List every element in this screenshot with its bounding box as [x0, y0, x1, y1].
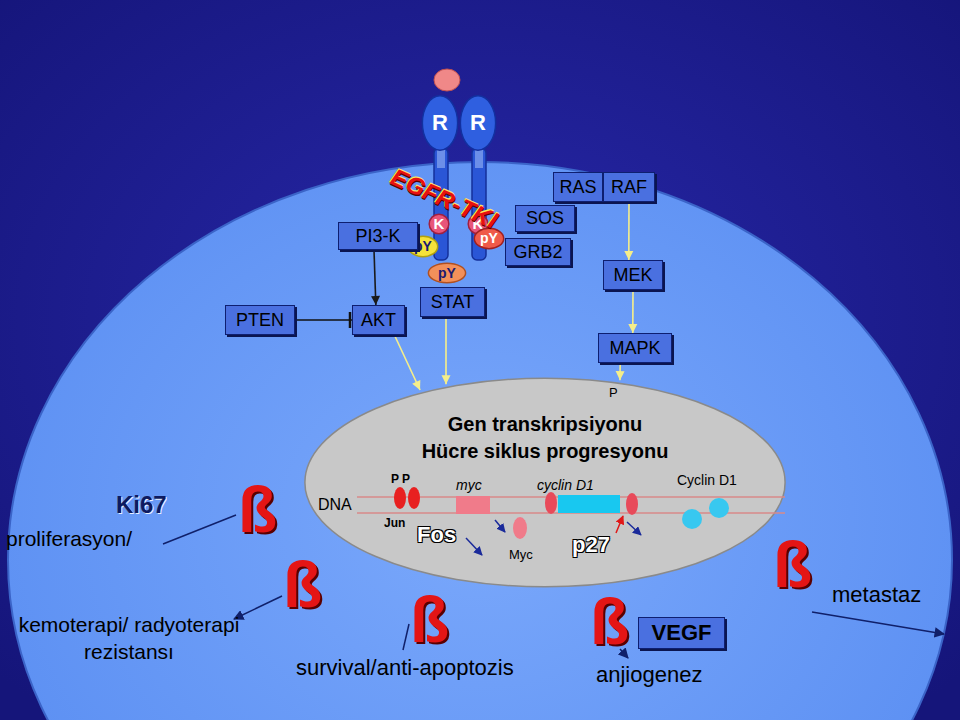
node-text: STAT — [431, 292, 474, 313]
protein-box: MAPK — [598, 333, 672, 363]
small-arrow — [466, 538, 482, 555]
marker-label: Ki67 — [116, 491, 167, 519]
leader-line — [163, 515, 236, 544]
node-text: R — [470, 110, 486, 135]
arrowhead — [371, 296, 380, 305]
outcome-label: proliferasyon/ — [6, 527, 132, 551]
ligand — [434, 69, 460, 91]
shape-fill — [422, 96, 457, 150]
shape-fill — [428, 263, 465, 282]
node-text: R — [432, 110, 448, 135]
shape-fill — [305, 378, 785, 587]
protein-box: VEGF — [638, 617, 725, 649]
protein-label: p27 — [572, 532, 610, 557]
phospho-oval: pY — [428, 263, 466, 283]
protein-label: Myc — [509, 548, 533, 563]
cyclin-protein — [709, 498, 729, 518]
node-text: Gen transkripsiyonu Hücre siklus progres… — [380, 411, 710, 465]
node-text: RAS — [559, 177, 596, 198]
pathway-connector — [394, 335, 420, 390]
protein-label: Fos — [417, 522, 456, 547]
node-text: MEK — [613, 265, 652, 286]
outcome-label: anjiogenez — [596, 662, 702, 687]
arrowhead — [624, 251, 633, 260]
receptor-oval: R — [422, 95, 458, 151]
myc-protein — [513, 517, 527, 539]
shape-fill — [429, 214, 449, 233]
cyclin-gene — [558, 495, 620, 513]
node-text: SOS — [526, 208, 564, 229]
protein-label: Cyclin D1 — [677, 472, 737, 488]
outcome-label: survival/anti-apoptozis — [296, 655, 514, 680]
protein-box: PI3-K — [338, 222, 418, 250]
myc-gene — [456, 496, 490, 514]
outcome-label: metastaz — [832, 582, 921, 607]
gene-label: myc — [456, 477, 482, 493]
node-text: AKT — [361, 310, 396, 331]
small-arrow — [616, 516, 623, 533]
arrowhead — [628, 324, 637, 333]
protein-label: Jun — [384, 517, 405, 531]
phospho-label: P — [609, 386, 618, 401]
cell-membrane — [8, 162, 952, 720]
receptor-oval: R — [460, 95, 496, 151]
gene-label: cyclin D1 — [537, 477, 594, 493]
receptor-neck — [437, 150, 445, 168]
beta-symbol: ß — [410, 588, 449, 652]
receptor-neck — [475, 150, 483, 168]
beta-symbol: ß — [283, 553, 322, 617]
pathway-connector — [445, 317, 447, 384]
node-text: PTEN — [236, 310, 284, 331]
protein-box: SOS — [515, 205, 575, 232]
cyclin-protein — [682, 509, 702, 529]
leader-arrow — [812, 612, 944, 634]
node-text: PI3-K — [355, 226, 400, 247]
protein-box: GRB2 — [505, 238, 571, 266]
protein-box: RAF — [603, 172, 655, 202]
protein-box: PTEN — [225, 305, 295, 335]
node-text: RAF — [611, 177, 647, 198]
dna-strand — [357, 512, 785, 514]
arrowhead — [412, 380, 420, 390]
small-arrow — [627, 522, 641, 535]
phospho-label: P P — [391, 473, 410, 487]
dna-label: DNA — [318, 496, 352, 514]
node-text: pY — [438, 265, 456, 281]
beta-symbol: ß — [238, 478, 277, 542]
leader-arrow — [234, 596, 282, 619]
protein-box: MEK — [603, 260, 663, 290]
node-text: K — [434, 215, 445, 232]
protein-box: AKT — [352, 305, 405, 335]
arrowhead — [442, 375, 451, 384]
small-arrow — [495, 520, 505, 532]
inhibition-bar — [349, 312, 352, 328]
kinase-circle: K — [429, 214, 449, 234]
arrowhead — [616, 371, 625, 380]
protein-box: RAS — [553, 172, 603, 202]
protein-box: STAT — [420, 287, 485, 317]
shape-fill — [460, 96, 495, 150]
node-text: VEGF — [652, 620, 712, 645]
beta-symbol: ß — [773, 533, 812, 597]
promoter-site — [626, 493, 638, 515]
jun-site — [394, 487, 406, 509]
promoter-site — [545, 492, 557, 514]
dna-strand — [357, 496, 785, 498]
node-text: MAPK — [609, 338, 660, 359]
leader-line — [403, 624, 409, 650]
node-text: GRB2 — [513, 242, 562, 263]
outcome-label: kemoterapi/ radyoterapi rezistansı — [4, 611, 254, 666]
beta-symbol: ß — [590, 590, 629, 654]
pathway-connector — [295, 319, 352, 321]
jun-site — [408, 487, 420, 509]
